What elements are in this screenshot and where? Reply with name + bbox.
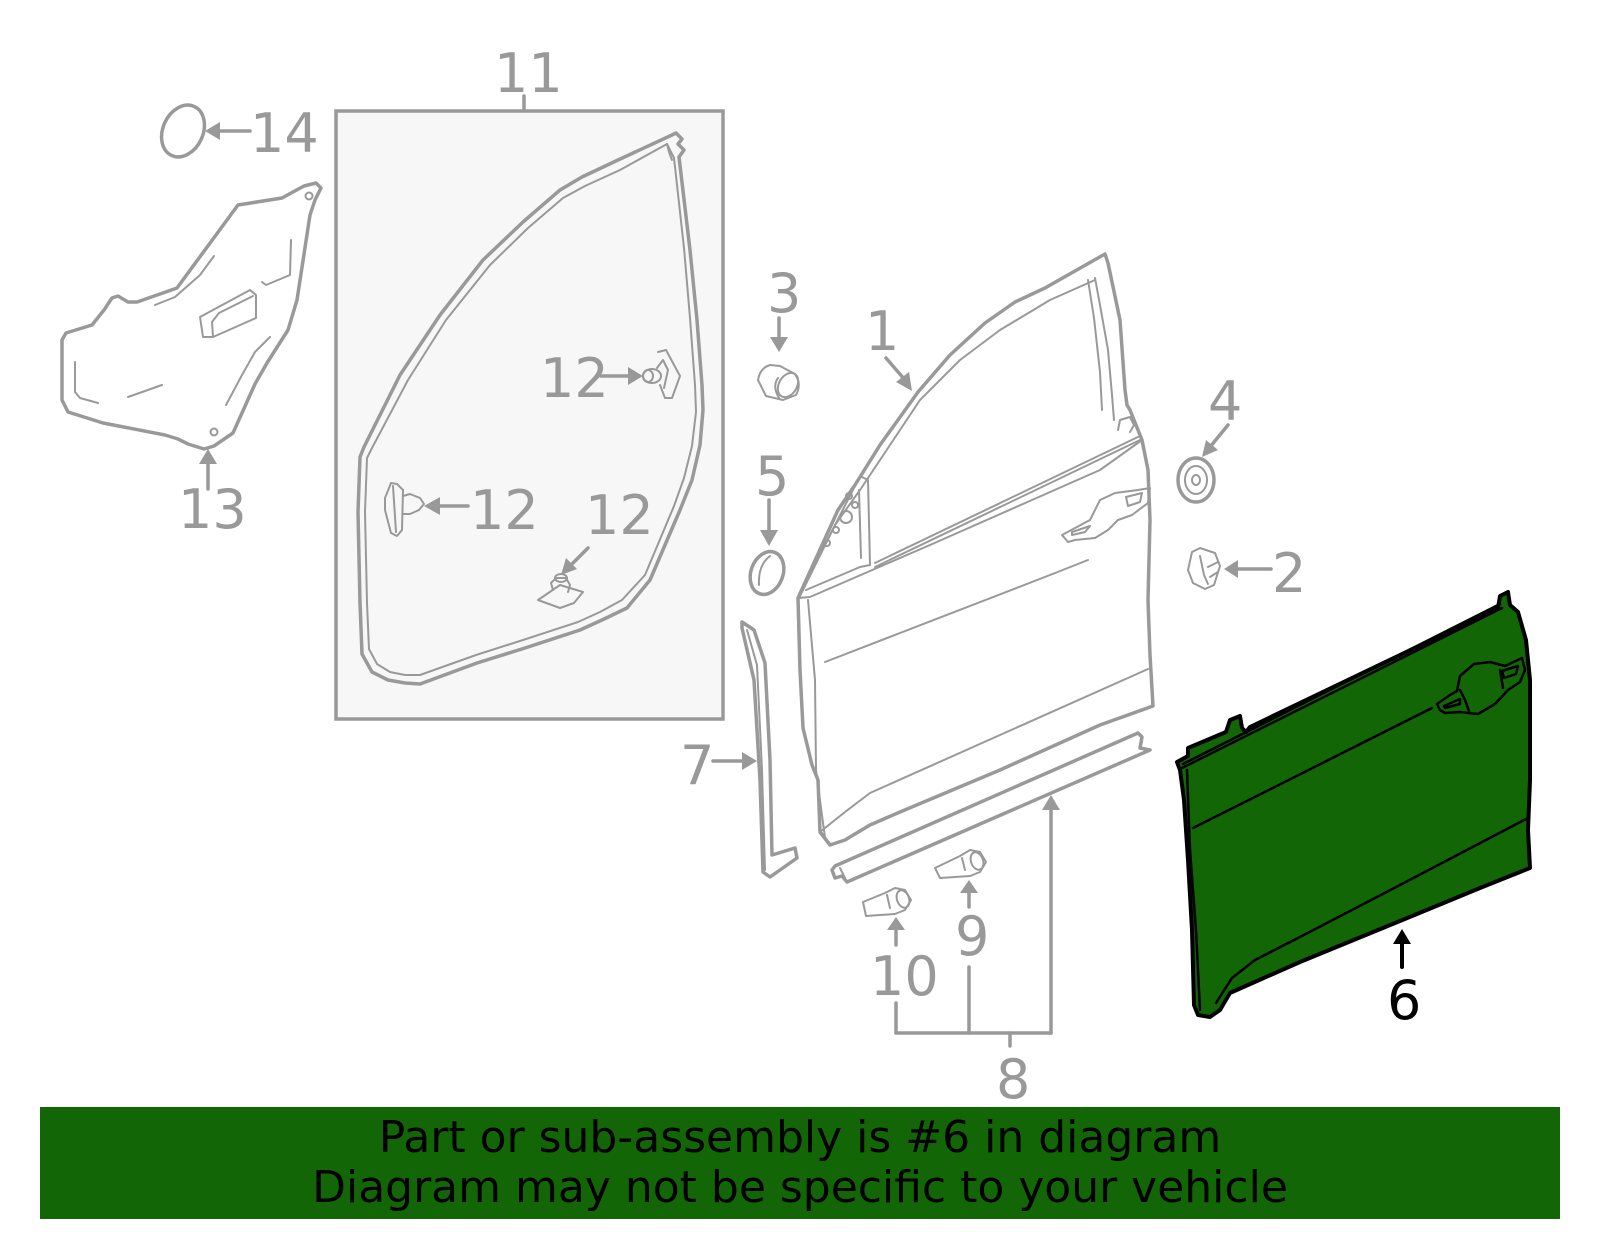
- part-13-water-shield[interactable]: [60, 181, 323, 491]
- part-5-hole-plug[interactable]: [744, 498, 789, 599]
- callout-11[interactable]: 11: [494, 42, 563, 105]
- part-12-clip-upper-right[interactable]: [599, 349, 681, 399]
- part-9-molding-clip[interactable]: [934, 849, 987, 909]
- part-10-molding-clip[interactable]: [862, 887, 912, 947]
- part-2-bumper-stop[interactable]: [1187, 547, 1273, 590]
- part-12-clip-bottom[interactable]: [537, 546, 590, 609]
- callout-3[interactable]: 3: [767, 262, 801, 325]
- callout-10[interactable]: 10: [870, 945, 939, 1008]
- callout-2[interactable]: 2: [1272, 542, 1306, 605]
- part-6-outer-door-panel[interactable]: [1175, 590, 1532, 1019]
- callout-12-left[interactable]: 12: [470, 479, 539, 542]
- part-14-seal-ring[interactable]: [153, 98, 252, 164]
- callout-5[interactable]: 5: [755, 445, 789, 508]
- info-banner: Part or sub-assembly is #6 in diagram Di…: [40, 1107, 1560, 1219]
- callout-4[interactable]: 4: [1208, 370, 1242, 433]
- part-4-grommet[interactable]: [1176, 423, 1230, 504]
- callout-6[interactable]: 6: [1387, 969, 1421, 1032]
- callout-13[interactable]: 13: [178, 478, 247, 541]
- kit-11-box: [334, 109, 725, 721]
- callout-9[interactable]: 9: [955, 905, 989, 968]
- part-11-weatherstrip[interactable]: [356, 131, 705, 686]
- part-1-door-shell[interactable]: [796, 252, 1155, 847]
- callout-12-bottom[interactable]: 12: [585, 484, 654, 547]
- bracket-8: [894, 965, 1053, 1048]
- part-7-sash-trim[interactable]: [711, 620, 799, 879]
- part-12-clip-left[interactable]: [384, 482, 470, 537]
- callout-14[interactable]: 14: [250, 102, 319, 165]
- part-8-lower-molding[interactable]: [830, 731, 1152, 1035]
- callout-8[interactable]: 8: [996, 1048, 1030, 1111]
- banner-line-2: Diagram may not be specific to your vehi…: [312, 1162, 1288, 1213]
- callout-12-upper[interactable]: 12: [540, 347, 609, 410]
- banner-line-1: Part or sub-assembly is #6 in diagram: [378, 1112, 1222, 1163]
- part-3-plug-cap[interactable]: [757, 316, 802, 401]
- callout-7[interactable]: 7: [680, 734, 714, 797]
- callout-1[interactable]: 1: [865, 300, 899, 363]
